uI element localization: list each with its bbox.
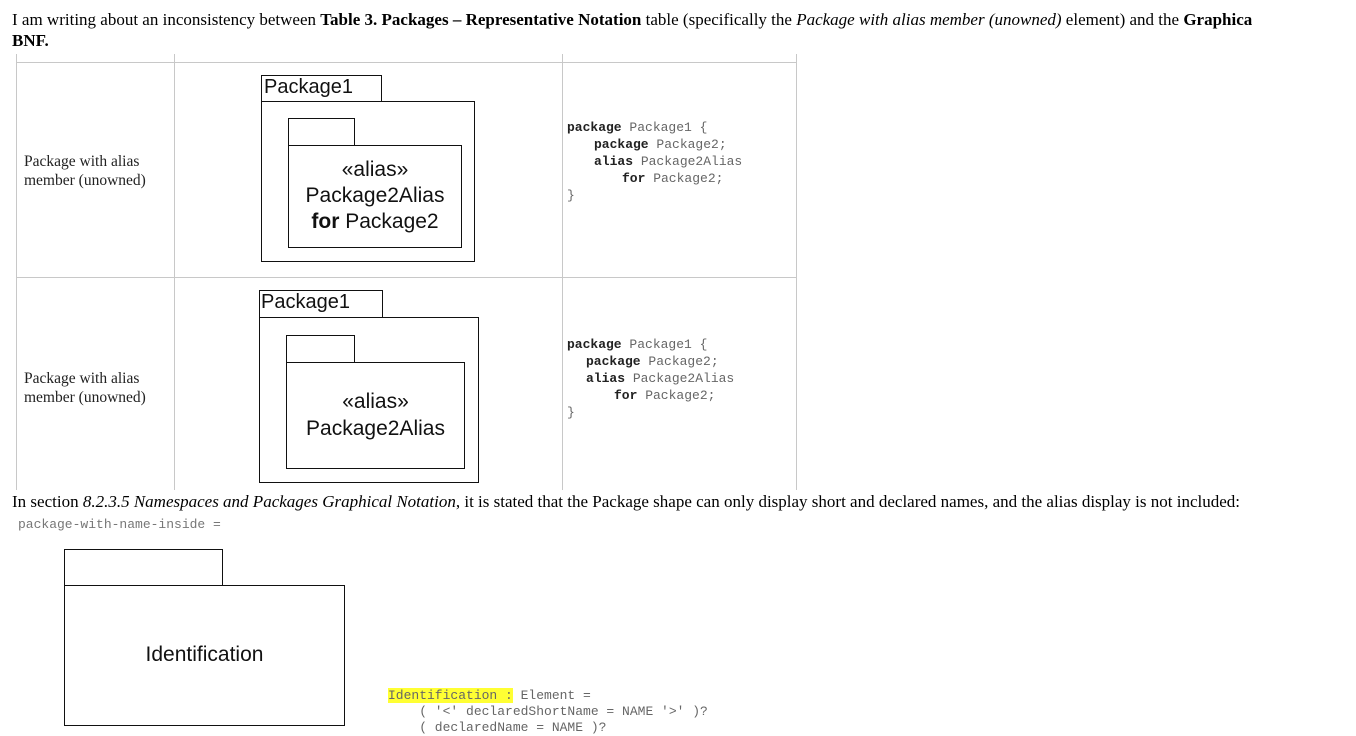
package-tab (261, 75, 382, 103)
table-border (796, 54, 797, 490)
section-reference: 8.2.3.5 Namespaces and Packages Graphica… (82, 492, 456, 511)
bnf-reference: Graphica (1183, 10, 1253, 29)
intro-text: element) and the (1061, 10, 1184, 29)
inner-package-tab (286, 335, 355, 364)
alias-target: for Package2 (311, 210, 439, 233)
package-tab (64, 549, 223, 586)
intro-text: table (specifically the (641, 10, 797, 29)
alias-stereotype: «alias» (342, 390, 409, 413)
bnf-line: ( declaredName = NAME )? (388, 720, 607, 735)
bnf-line: ( '<' declaredShortName = NAME '>' )? (388, 704, 708, 719)
table-border (562, 54, 563, 490)
grammar-rule: package-with-name-inside = (18, 517, 221, 532)
intro-text: I am writing about an inconsistency betw… (12, 10, 321, 29)
alias-name: Package2Alias (305, 184, 445, 207)
package-body (64, 585, 345, 726)
package-name: Package1 (261, 291, 350, 313)
highlighted-term: Identification : (388, 688, 513, 703)
package-name: Package1 (264, 76, 353, 98)
identification-label: Identification (145, 643, 264, 666)
inner-package-tab (288, 118, 355, 147)
alias-name: Package2Alias (306, 417, 445, 440)
table-border (174, 54, 175, 490)
table-border (16, 277, 797, 278)
inner-package-body (286, 362, 465, 469)
alias-stereotype: «alias» (341, 158, 409, 181)
element-reference: Package with alias member (unowned) (796, 10, 1062, 29)
intro-paragraph-line2: BNF. (12, 30, 49, 51)
section-paragraph: In section 8.2.3.5 Namespaces and Packag… (12, 492, 1240, 511)
table-border (16, 54, 17, 490)
table-border (16, 62, 797, 63)
bnf-reference-end: BNF. (12, 31, 49, 50)
intro-paragraph: I am writing about an inconsistency betw… (12, 9, 1252, 30)
table-reference: Table 3. Packages – Representative Notat… (320, 10, 642, 29)
inner-package-body (288, 145, 462, 248)
